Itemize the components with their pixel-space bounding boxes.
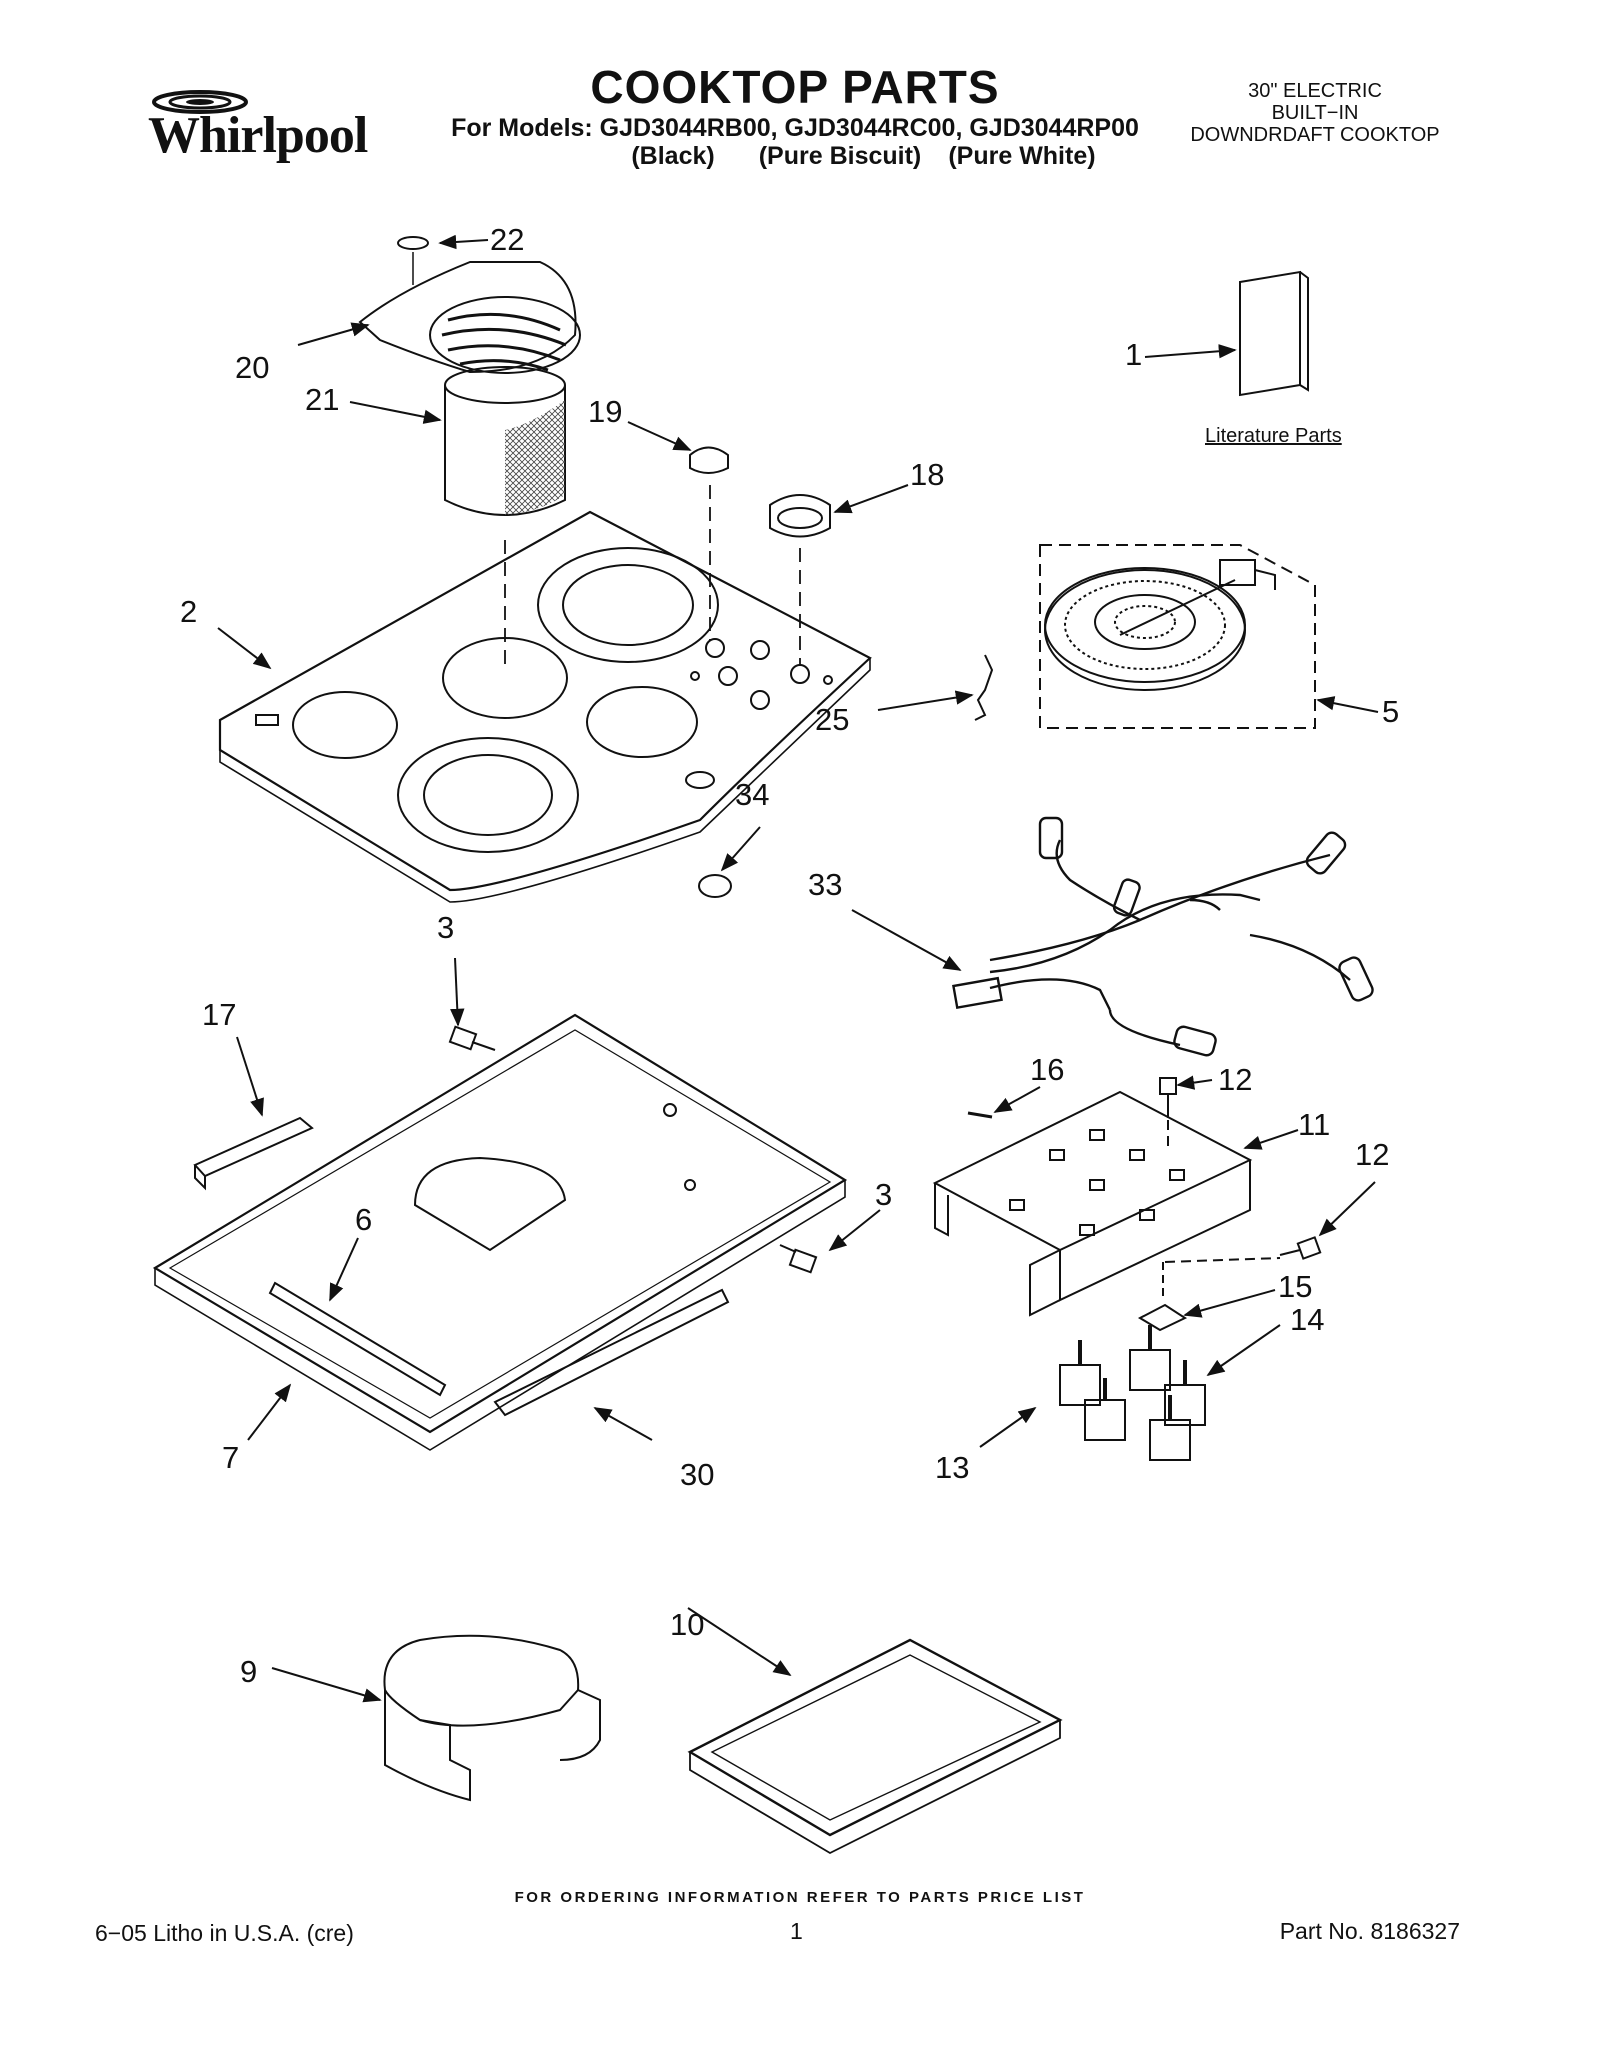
callout-18: 18 xyxy=(910,457,944,492)
spec-line: BUILT−IN xyxy=(1271,102,1359,124)
part-19-knob xyxy=(689,446,729,474)
litho-text: 6−05 Litho in U.S.A. (cre) xyxy=(95,1920,354,1946)
callout-17: 17 xyxy=(202,997,236,1032)
callout-21: 21 xyxy=(305,382,339,417)
color-white: (Pure White) xyxy=(948,142,1096,170)
part-2-cooktop-glass xyxy=(218,510,872,903)
part-12-screw xyxy=(1279,1236,1322,1260)
part-13-14-switches xyxy=(1059,1325,1206,1461)
whirlpool-logo: Whirlpool xyxy=(140,84,390,174)
part-16-pin xyxy=(967,1111,993,1119)
callout-3: 3 xyxy=(437,910,454,945)
callout-2: 2 xyxy=(180,594,197,629)
part-12-screw xyxy=(1159,1077,1177,1118)
part-10-tray xyxy=(687,1638,1063,1855)
color-biscuit: (Pure Biscuit) xyxy=(758,142,922,170)
title-block: COOKTOP PARTS For Models: GJD3044RB00, G… xyxy=(450,62,1140,170)
literature-parts-label: Literature Parts xyxy=(1205,425,1342,447)
part-20-vent-grille xyxy=(358,261,581,374)
callout-33: 33 xyxy=(808,867,842,902)
part-17-bracket xyxy=(193,1116,314,1191)
callout-19: 19 xyxy=(588,394,622,429)
callout-20: 20 xyxy=(235,350,269,385)
part-3-screw xyxy=(779,1244,818,1274)
part-number: Part No. 8186327 xyxy=(1279,1918,1460,1944)
ordering-note: FOR ORDERING INFORMATION REFER TO PARTS … xyxy=(514,1889,1086,1906)
part-30-trim xyxy=(493,1288,730,1417)
callout-6: 6 xyxy=(355,1202,372,1237)
page-number: 1 xyxy=(790,1918,803,1944)
brand-name: Whirlpool xyxy=(148,107,368,164)
callout-12: 12 xyxy=(1218,1062,1252,1097)
callout-14: 14 xyxy=(1290,1302,1324,1337)
callout-13: 13 xyxy=(935,1450,969,1485)
callout-1: 1 xyxy=(1125,337,1142,372)
spec-block: 30" ELECTRIC BUILT−IN DOWNDRDAFT COOKTOP xyxy=(1160,80,1470,146)
page-title: COOKTOP PARTS xyxy=(590,61,1000,113)
callout-30: 30 xyxy=(680,1457,714,1492)
color-black: (Black) xyxy=(631,142,715,170)
callout-3: 3 xyxy=(875,1177,892,1212)
part-21-filter xyxy=(444,366,566,516)
spec-line: DOWNDRDAFT COOKTOP xyxy=(1190,124,1440,146)
part-15-plate xyxy=(1137,1303,1188,1332)
swirl-icon xyxy=(152,90,248,114)
callout-12: 12 xyxy=(1355,1137,1389,1172)
callout-5: 5 xyxy=(1382,694,1399,729)
callout-22: 22 xyxy=(490,222,524,257)
part-25-clip xyxy=(974,654,994,721)
callout-16: 16 xyxy=(1030,1052,1064,1087)
part-22-gasket xyxy=(397,236,429,250)
part-7-frame xyxy=(152,1013,848,1451)
part-18-knob xyxy=(769,494,831,538)
callout-9: 9 xyxy=(240,1654,257,1689)
part-6-rail xyxy=(268,1281,447,1397)
part-33-wire-harness xyxy=(952,816,1374,1057)
part-9-duct-band xyxy=(383,1634,601,1802)
part-11-control-bracket xyxy=(932,1090,1253,1317)
callout-25: 25 xyxy=(815,702,849,737)
callout-15: 15 xyxy=(1278,1269,1312,1304)
spec-line: 30" ELECTRIC xyxy=(1248,80,1382,102)
part-34-grommet xyxy=(698,874,732,898)
models-line: For Models: GJD3044RB00, GJD3044RC00, GJ… xyxy=(451,114,1139,142)
callout-10: 10 xyxy=(670,1607,704,1642)
colors-line: (Black) (Pure Biscuit) (Pure White) xyxy=(450,142,1140,170)
part-3-screw xyxy=(448,1025,496,1051)
callout-34: 34 xyxy=(735,777,769,812)
callout-11: 11 xyxy=(1298,1107,1330,1142)
callout-7: 7 xyxy=(222,1440,239,1475)
part-1-literature xyxy=(1239,270,1309,397)
part-5-heating-element xyxy=(1039,544,1316,729)
